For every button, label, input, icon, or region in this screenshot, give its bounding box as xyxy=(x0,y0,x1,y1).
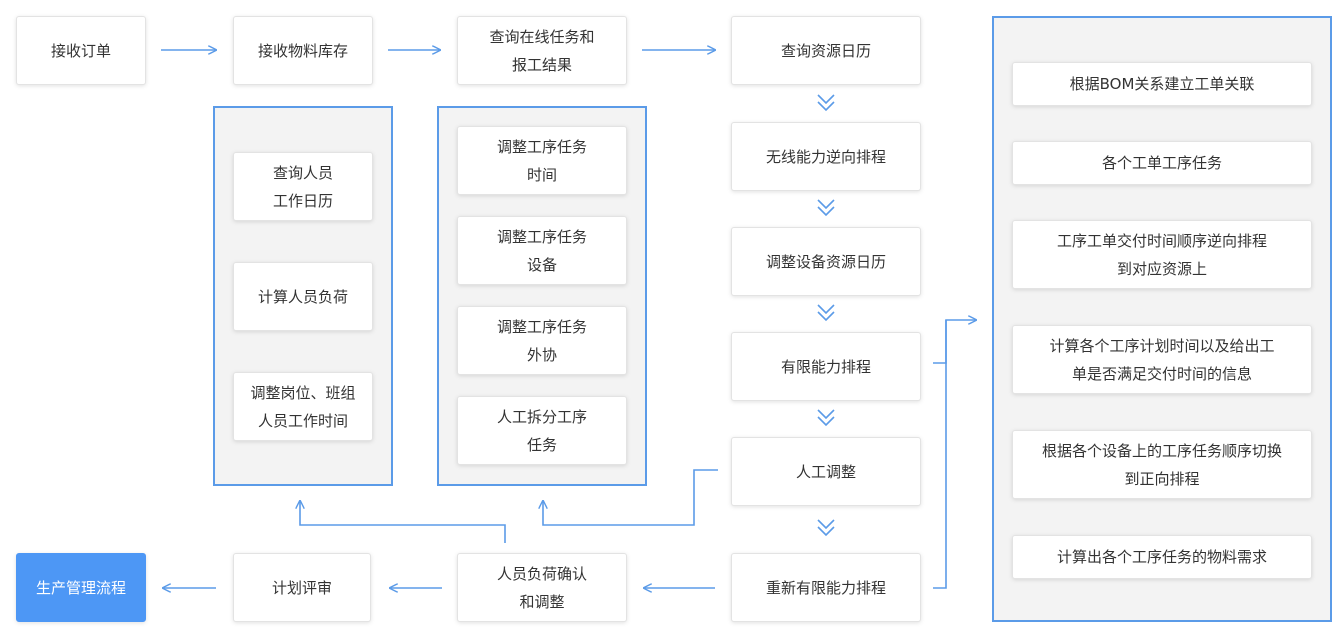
arrow-confirm-to-people-panel xyxy=(300,501,506,543)
query-tasks-box: 查询在线任务和 报工结果 xyxy=(457,16,627,85)
panel-item: 调整工序任务 时间 xyxy=(457,126,627,195)
receive-order-box: 接收订单 xyxy=(16,16,146,85)
production-flow-final-box: 生产管理流程 xyxy=(16,553,146,622)
receive-inventory-box: 接收物料库存 xyxy=(233,16,373,85)
infinite-backward-box: 无线能力逆向排程 xyxy=(731,122,921,191)
chevron-down-icon xyxy=(817,101,835,112)
chevron-down-icon xyxy=(817,526,835,537)
panel-item: 各个工单工序任务 xyxy=(1012,141,1312,185)
panel-item: 根据各个设备上的工序任务顺序切换 到正向排程 xyxy=(1012,430,1312,499)
panel-item: 工序工单交付时间顺序逆向排程 到对应资源上 xyxy=(1012,220,1312,289)
panel-item: 调整工序任务 设备 xyxy=(457,216,627,285)
panel-item: 计算各个工序计划时间以及给出工 单是否满足交付时间的信息 xyxy=(1012,325,1312,394)
plan-review-box: 计划评审 xyxy=(233,553,371,622)
panel-item: 调整工序任务 外协 xyxy=(457,306,627,375)
chevron-down-icons xyxy=(817,94,835,537)
reschedule-box: 重新有限能力排程 xyxy=(731,553,921,622)
panel-item: 根据BOM关系建立工单关联 xyxy=(1012,62,1312,106)
connector-finite-to-right xyxy=(933,320,947,364)
people-panel: 查询人员 工作日历 计算人员负荷 调整岗位、班组 人员工作时间 xyxy=(213,106,393,486)
connector-reschedule-to-right xyxy=(933,320,976,589)
panel-item: 人工拆分工序 任务 xyxy=(457,396,627,465)
panel-item: 查询人员 工作日历 xyxy=(233,152,373,221)
right-panel: 根据BOM关系建立工单关联 各个工单工序任务 工序工单交付时间顺序逆向排程 到对… xyxy=(992,16,1332,622)
arrow-manual-to-task-panel xyxy=(543,469,718,526)
chevron-down-icon xyxy=(817,519,835,530)
chevron-down-icon xyxy=(817,199,835,210)
manual-adjust-box: 人工调整 xyxy=(731,437,921,506)
chevron-down-icon xyxy=(817,409,835,420)
panel-item: 计算出各个工序任务的物料需求 xyxy=(1012,535,1312,579)
chevron-down-icon xyxy=(817,94,835,105)
task-panel: 调整工序任务 时间 调整工序任务 设备 调整工序任务 外协 人工拆分工序 任务 xyxy=(437,106,647,486)
panel-item: 调整岗位、班组 人员工作时间 xyxy=(233,372,373,441)
finite-schedule-box: 有限能力排程 xyxy=(731,332,921,401)
chevron-down-icon xyxy=(817,311,835,322)
panel-item: 计算人员负荷 xyxy=(233,262,373,331)
confirm-load-box: 人员负荷确认 和调整 xyxy=(457,553,627,622)
chevron-down-icon xyxy=(817,416,835,427)
chevron-down-icon xyxy=(817,304,835,315)
chevron-down-icon xyxy=(817,206,835,217)
query-calendar-box: 查询资源日历 xyxy=(731,16,921,85)
adjust-device-calendar-box: 调整设备资源日历 xyxy=(731,227,921,296)
